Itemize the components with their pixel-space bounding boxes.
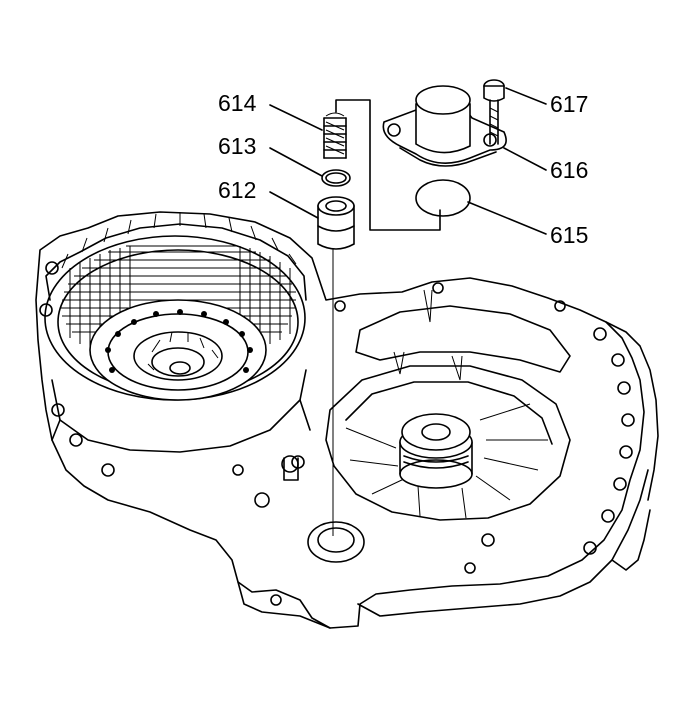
clutch-drum bbox=[44, 212, 311, 453]
callout-616: 616 bbox=[550, 157, 588, 183]
callout-613: 613 bbox=[218, 133, 256, 159]
cover-bolt bbox=[483, 79, 505, 145]
accumulator-piston bbox=[317, 196, 355, 250]
callout-617: 617 bbox=[550, 91, 588, 117]
callout-labels: 614 613 612 617 616 615 bbox=[218, 90, 588, 248]
callout-614: 614 bbox=[218, 90, 257, 116]
accumulator-cover bbox=[382, 85, 507, 167]
accumulator-bore bbox=[281, 455, 365, 563]
seal-ring bbox=[321, 169, 351, 187]
transmission-case bbox=[35, 211, 659, 629]
cover-o-ring bbox=[415, 179, 471, 217]
callout-615: 615 bbox=[550, 222, 588, 248]
leader-lines bbox=[269, 87, 547, 235]
callout-612: 612 bbox=[218, 177, 256, 203]
upper-pocket bbox=[355, 289, 571, 381]
assembly-bracket-line bbox=[335, 99, 441, 231]
accumulator-spring bbox=[323, 112, 347, 159]
center-servo-bore bbox=[325, 365, 571, 521]
